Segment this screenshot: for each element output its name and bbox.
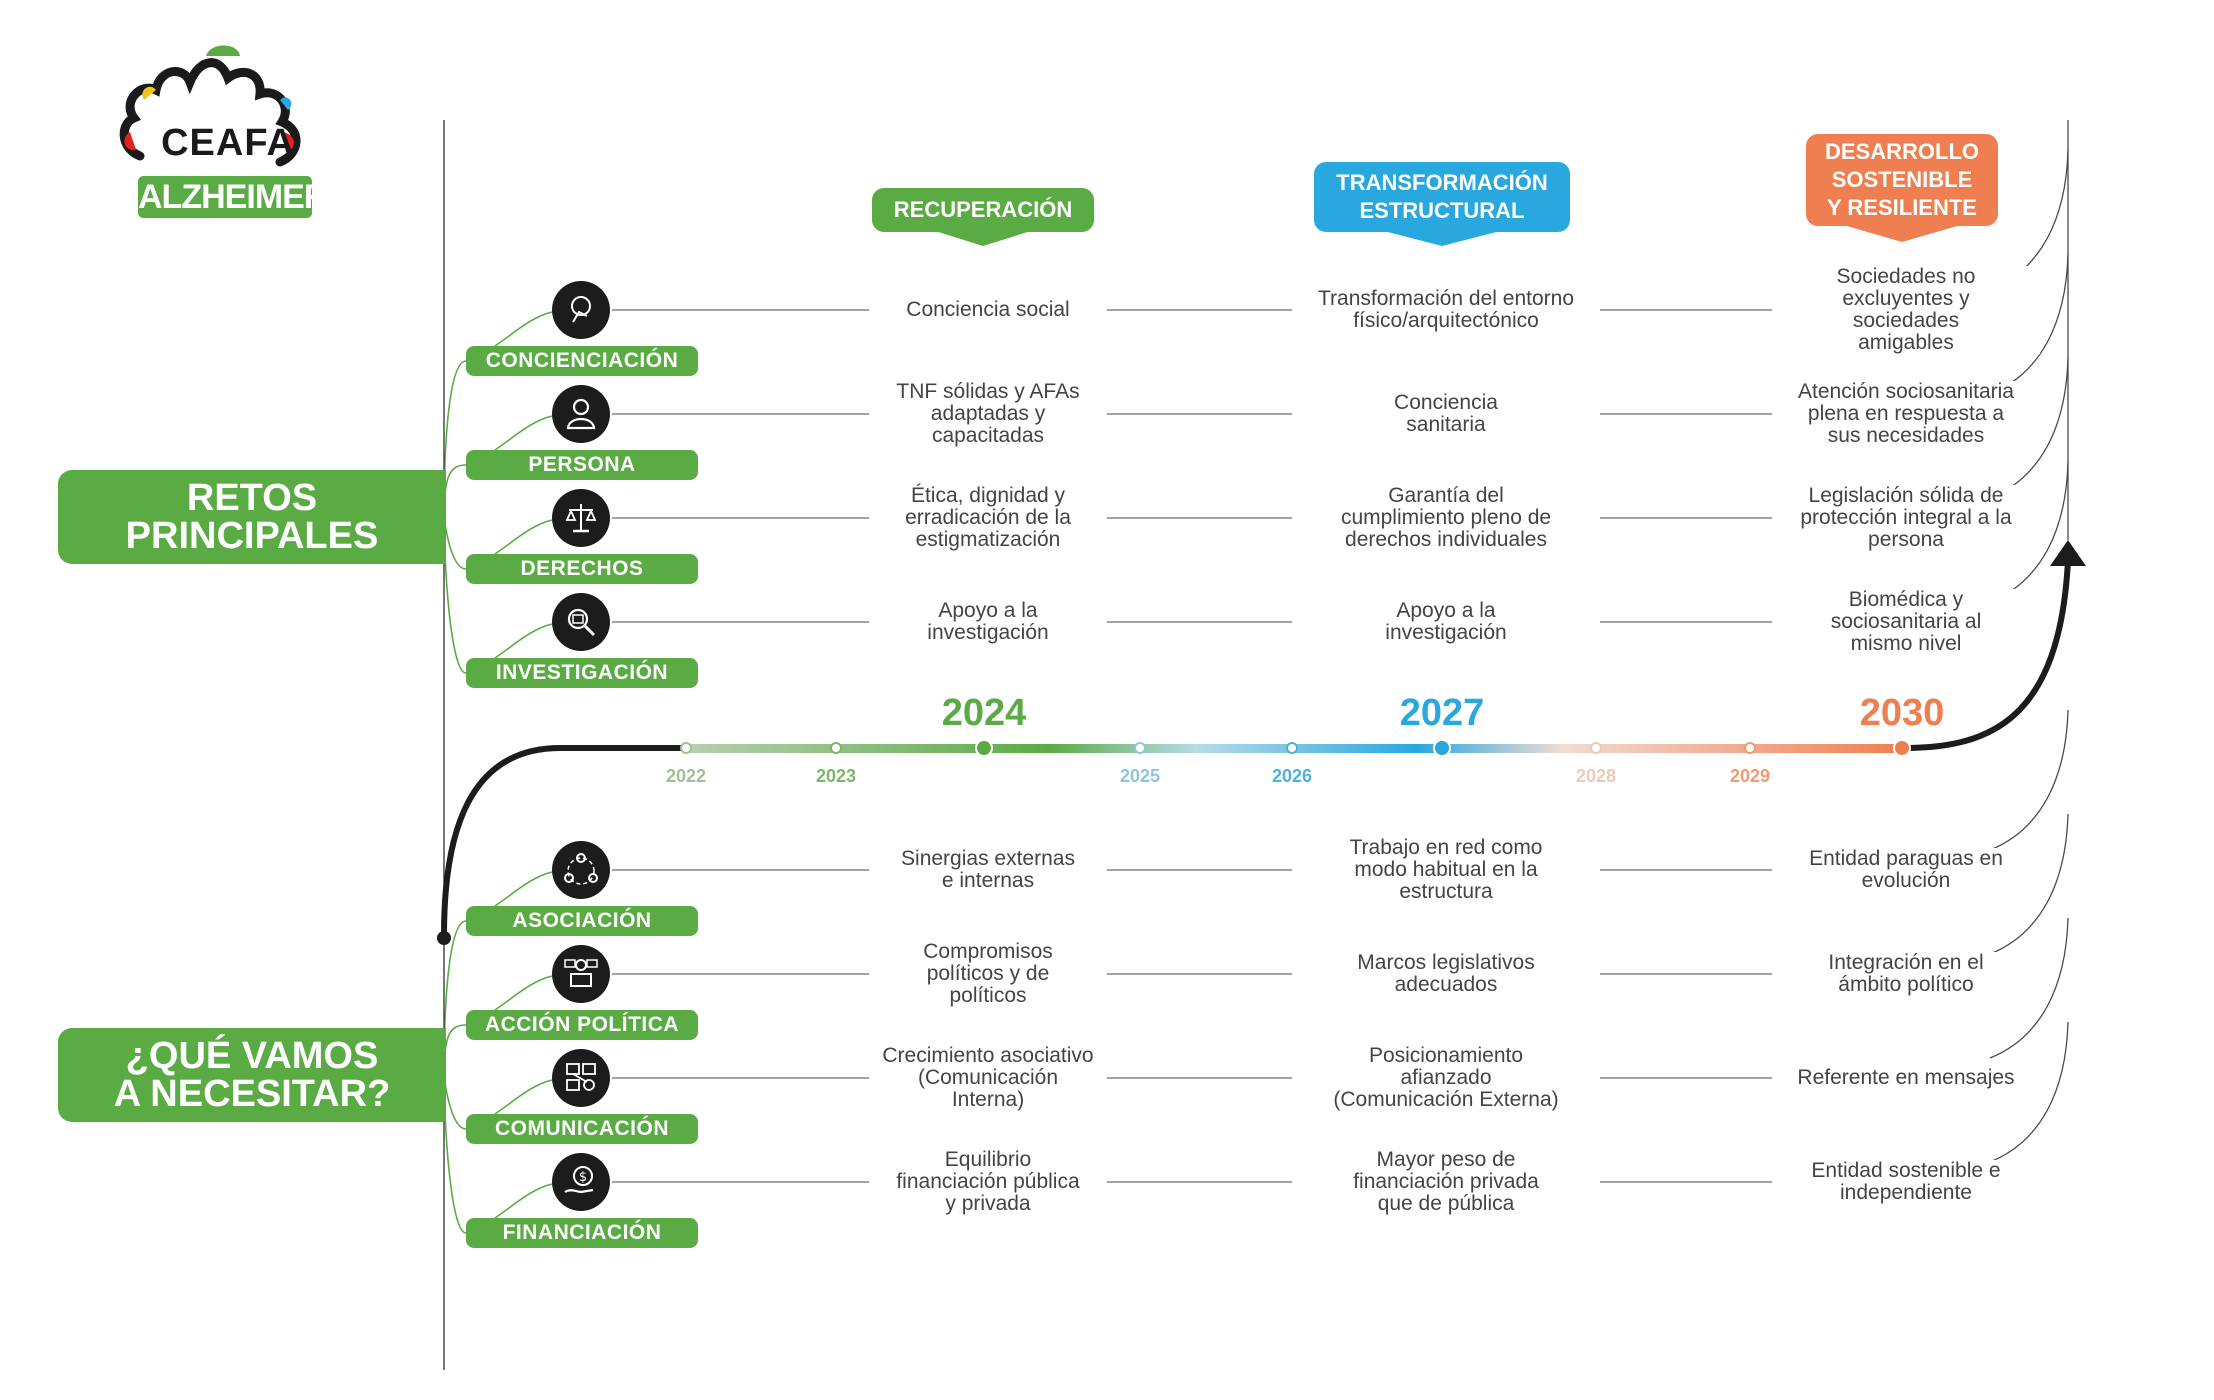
logo-subtitle: ALZHEIMER — [138, 176, 328, 218]
year-2025: 2025 — [1119, 766, 1161, 786]
milestone-dot-2030 — [1893, 739, 1911, 757]
year-2027: 2027 — [1399, 692, 1485, 734]
category-persona: PERSONA — [466, 450, 698, 480]
category-concienciacion: CONCIENCIACIÓN — [466, 346, 698, 376]
politics-icon — [552, 945, 610, 1003]
phase-desarrollo: DESARROLLO SOSTENIBLE Y RESILIENTE — [1806, 134, 1998, 226]
arrow-up-icon — [2050, 540, 2086, 566]
milestone-dot-2027 — [1433, 739, 1451, 757]
comunicacion-cell-3: Referente en mensajes — [1772, 1067, 2040, 1089]
year-dot-2029 — [1744, 742, 1756, 754]
year-2028: 2028 — [1575, 766, 1617, 786]
year-2024: 2024 — [941, 692, 1027, 734]
milestone-dot-2024 — [975, 739, 993, 757]
communication-icon — [552, 1049, 610, 1107]
network-icon — [552, 841, 610, 899]
year-dot-2022 — [680, 742, 692, 754]
year-2022: 2022 — [665, 766, 707, 786]
year-2023: 2023 — [815, 766, 857, 786]
phase-recuperacion: RECUPERACIÓN — [872, 188, 1094, 232]
year-dot-2023 — [830, 742, 842, 754]
category-investigacion: INVESTIGACIÓN — [466, 658, 698, 688]
category-financiacion: FINANCIACIÓN — [466, 1218, 698, 1248]
year-dot-2026 — [1286, 742, 1298, 754]
awareness-icon — [552, 281, 610, 339]
retos-principales-label: RETOS PRINCIPALES — [58, 470, 446, 564]
ceafa-logo — [119, 45, 301, 167]
phase-transformacion: TRANSFORMACIÓN ESTRUCTURAL — [1314, 162, 1570, 232]
justice-icon — [552, 489, 610, 547]
research-icon — [552, 593, 610, 651]
concienciacion-cell-1: Conciencia social — [869, 299, 1107, 321]
person-icon — [552, 385, 610, 443]
svg-text:$: $ — [579, 1170, 587, 1185]
logo-wordmark: CEAFA — [161, 122, 295, 164]
finance-icon: $ — [552, 1153, 610, 1211]
year-dot-2025 — [1134, 742, 1146, 754]
category-accion-politica: ACCIÓN POLÍTICA — [466, 1010, 698, 1040]
category-asociacion: ASOCIACIÓN — [466, 906, 698, 936]
category-derechos: DERECHOS — [466, 554, 698, 584]
category-comunicacion: COMUNICACIÓN — [466, 1114, 698, 1144]
year-2026: 2026 — [1271, 766, 1313, 786]
year-dot-2028 — [1590, 742, 1602, 754]
year-2029: 2029 — [1729, 766, 1771, 786]
year-2030: 2030 — [1859, 692, 1945, 734]
que-vamos-a-necesitar-label: ¿QUÉ VAMOS A NECESITAR? — [58, 1028, 446, 1122]
